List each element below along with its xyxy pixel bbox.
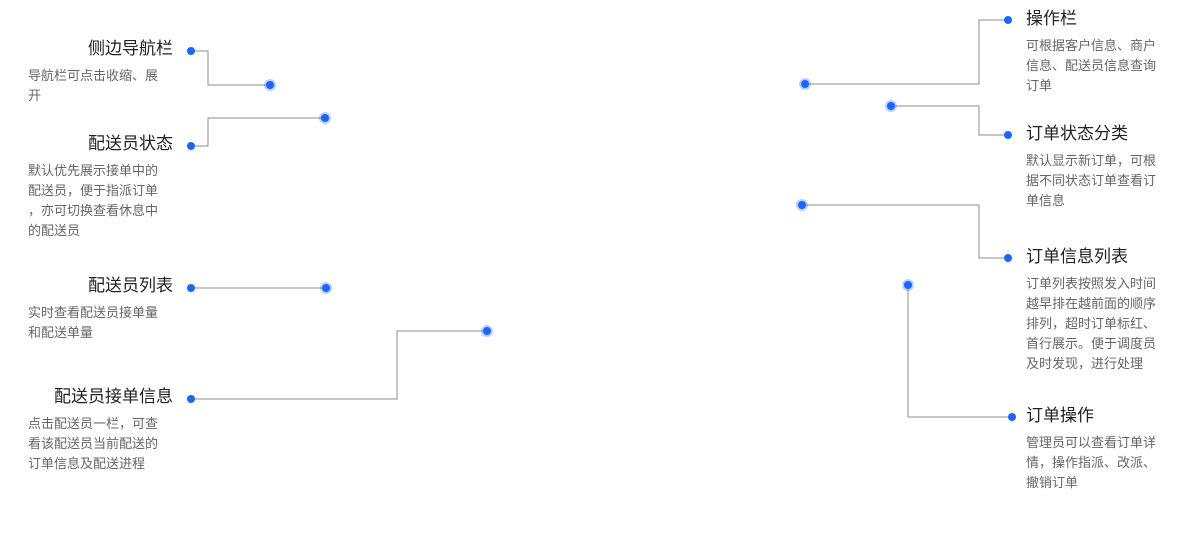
description-line: 配送员，便于指派订单: [28, 184, 159, 199]
description-line: 情，操作指派、改派、: [1026, 456, 1157, 471]
annotation-title: 配送员状态: [88, 134, 173, 154]
annotation-toolbar: 操作栏可根据客户信息、商户信息、配送员信息查询订单: [1026, 8, 1171, 97]
description-line: 撤销订单: [1026, 476, 1079, 491]
connector-line-order-status-category: [891, 105, 1008, 136]
annotation-title: 配送员接单信息: [54, 387, 173, 407]
annotation-order-actions: 订单操作管理员可以查看订单详情，操作指派、改派、撤销订单: [1026, 405, 1171, 494]
target-dot-icon: [798, 201, 806, 209]
annotation-description: 可根据客户信息、商户信息、配送员信息查询订单: [1026, 37, 1171, 97]
label-dot-icon: [187, 47, 195, 55]
description-line: 和配送单量: [28, 326, 94, 341]
label-dot-icon: [187, 395, 195, 403]
annotation-title: 配送员列表: [88, 276, 173, 296]
description-line: 单信息: [1026, 194, 1066, 209]
target-dot-icon: [887, 102, 895, 110]
description-line: 可根据客户信息、商户: [1026, 39, 1157, 54]
description-line: ，亦可切换查看休息中: [28, 204, 159, 219]
description-line: 默认优先展示接单中的: [28, 164, 159, 179]
annotation-courier-order-info: 配送员接单信息点击配送员一栏，可查看该配送员当前配送的订单信息及配送进程: [28, 386, 173, 475]
description-line: 据不同状态订单查看订: [1026, 174, 1157, 189]
label-dot-icon: [187, 284, 195, 292]
label-dot-icon: [1004, 254, 1012, 262]
description-line: 的配送员: [28, 224, 81, 239]
description-line: 排列，超时订单标红、: [1026, 317, 1157, 332]
annotation-sidebar: 侧边导航栏导航栏可点击收缩、展开: [28, 38, 173, 107]
description-line: 默认显示新订单，可根: [1026, 154, 1157, 169]
target-dot-icon: [801, 80, 809, 88]
annotation-order-status-category: 订单状态分类默认显示新订单，可根据不同状态订单查看订单信息: [1026, 123, 1171, 212]
description-line: 越早排在越前面的顺序: [1026, 297, 1157, 312]
target-dot-icon: [483, 327, 491, 335]
description-line: 点击配送员一栏，可查: [28, 417, 159, 432]
connector-line-sidebar: [191, 50, 270, 86]
annotation-description: 导航栏可点击收缩、展开: [28, 67, 173, 107]
description-line: 看该配送员当前配送的: [28, 437, 159, 452]
annotation-title: 订单信息列表: [1026, 247, 1128, 267]
target-dot-icon: [266, 81, 274, 89]
label-dot-icon: [1004, 131, 1012, 139]
annotation-title: 订单状态分类: [1026, 124, 1128, 144]
label-dot-icon: [187, 142, 195, 150]
annotation-description: 点击配送员一栏，可查看该配送员当前配送的订单信息及配送进程: [28, 415, 173, 475]
description-line: 管理员可以查看订单详: [1026, 436, 1157, 451]
description-line: 订单列表按照发入时间: [1026, 277, 1157, 292]
description-line: 订单: [1026, 79, 1053, 94]
description-line: 及时发现，进行处理: [1026, 357, 1144, 372]
label-dot-icon: [1004, 16, 1012, 24]
annotation-title: 侧边导航栏: [88, 39, 173, 59]
annotation-order-info-list: 订单信息列表订单列表按照发入时间越早排在越前面的顺序排列，超时订单标红、首行展示…: [1026, 246, 1171, 375]
annotation-description: 订单列表按照发入时间越早排在越前面的顺序排列，超时订单标红、首行展示。便于调度员…: [1026, 275, 1171, 375]
connector-line-order-info-list: [802, 204, 1008, 259]
target-dot-icon: [321, 114, 329, 122]
annotation-courier-list: 配送员列表实时查看配送员接单量和配送单量: [28, 275, 173, 344]
label-dot-icon: [1008, 413, 1016, 421]
connector-line-order-actions: [907, 285, 1012, 418]
target-dot-icon: [322, 284, 330, 292]
annotation-courier-status: 配送员状态默认优先展示接单中的配送员，便于指派订单 ，亦可切换查看休息中的配送员: [28, 133, 173, 242]
annotation-title: 订单操作: [1026, 406, 1094, 426]
connector-line-courier-status: [191, 117, 325, 147]
annotation-description: 实时查看配送员接单量和配送单量: [28, 304, 173, 344]
description-line: 导航栏可点击收缩、展: [28, 69, 159, 84]
target-dot-icon: [904, 281, 912, 289]
connector-line-toolbar: [805, 19, 1008, 85]
annotation-description: 管理员可以查看订单详情，操作指派、改派、撤销订单: [1026, 434, 1171, 494]
annotation-description: 默认优先展示接单中的配送员，便于指派订单 ，亦可切换查看休息中的配送员: [28, 162, 173, 242]
connector-line-courier-order-info: [191, 330, 487, 400]
description-line: 首行展示。便于调度员: [1026, 337, 1157, 352]
description-line: 订单信息及配送进程: [28, 457, 146, 472]
annotation-description: 默认显示新订单，可根据不同状态订单查看订单信息: [1026, 152, 1171, 212]
annotation-title: 操作栏: [1026, 9, 1077, 29]
description-line: 开: [28, 89, 42, 104]
description-line: 信息、配送员信息查询: [1026, 59, 1157, 74]
description-line: 实时查看配送员接单量: [28, 306, 159, 321]
